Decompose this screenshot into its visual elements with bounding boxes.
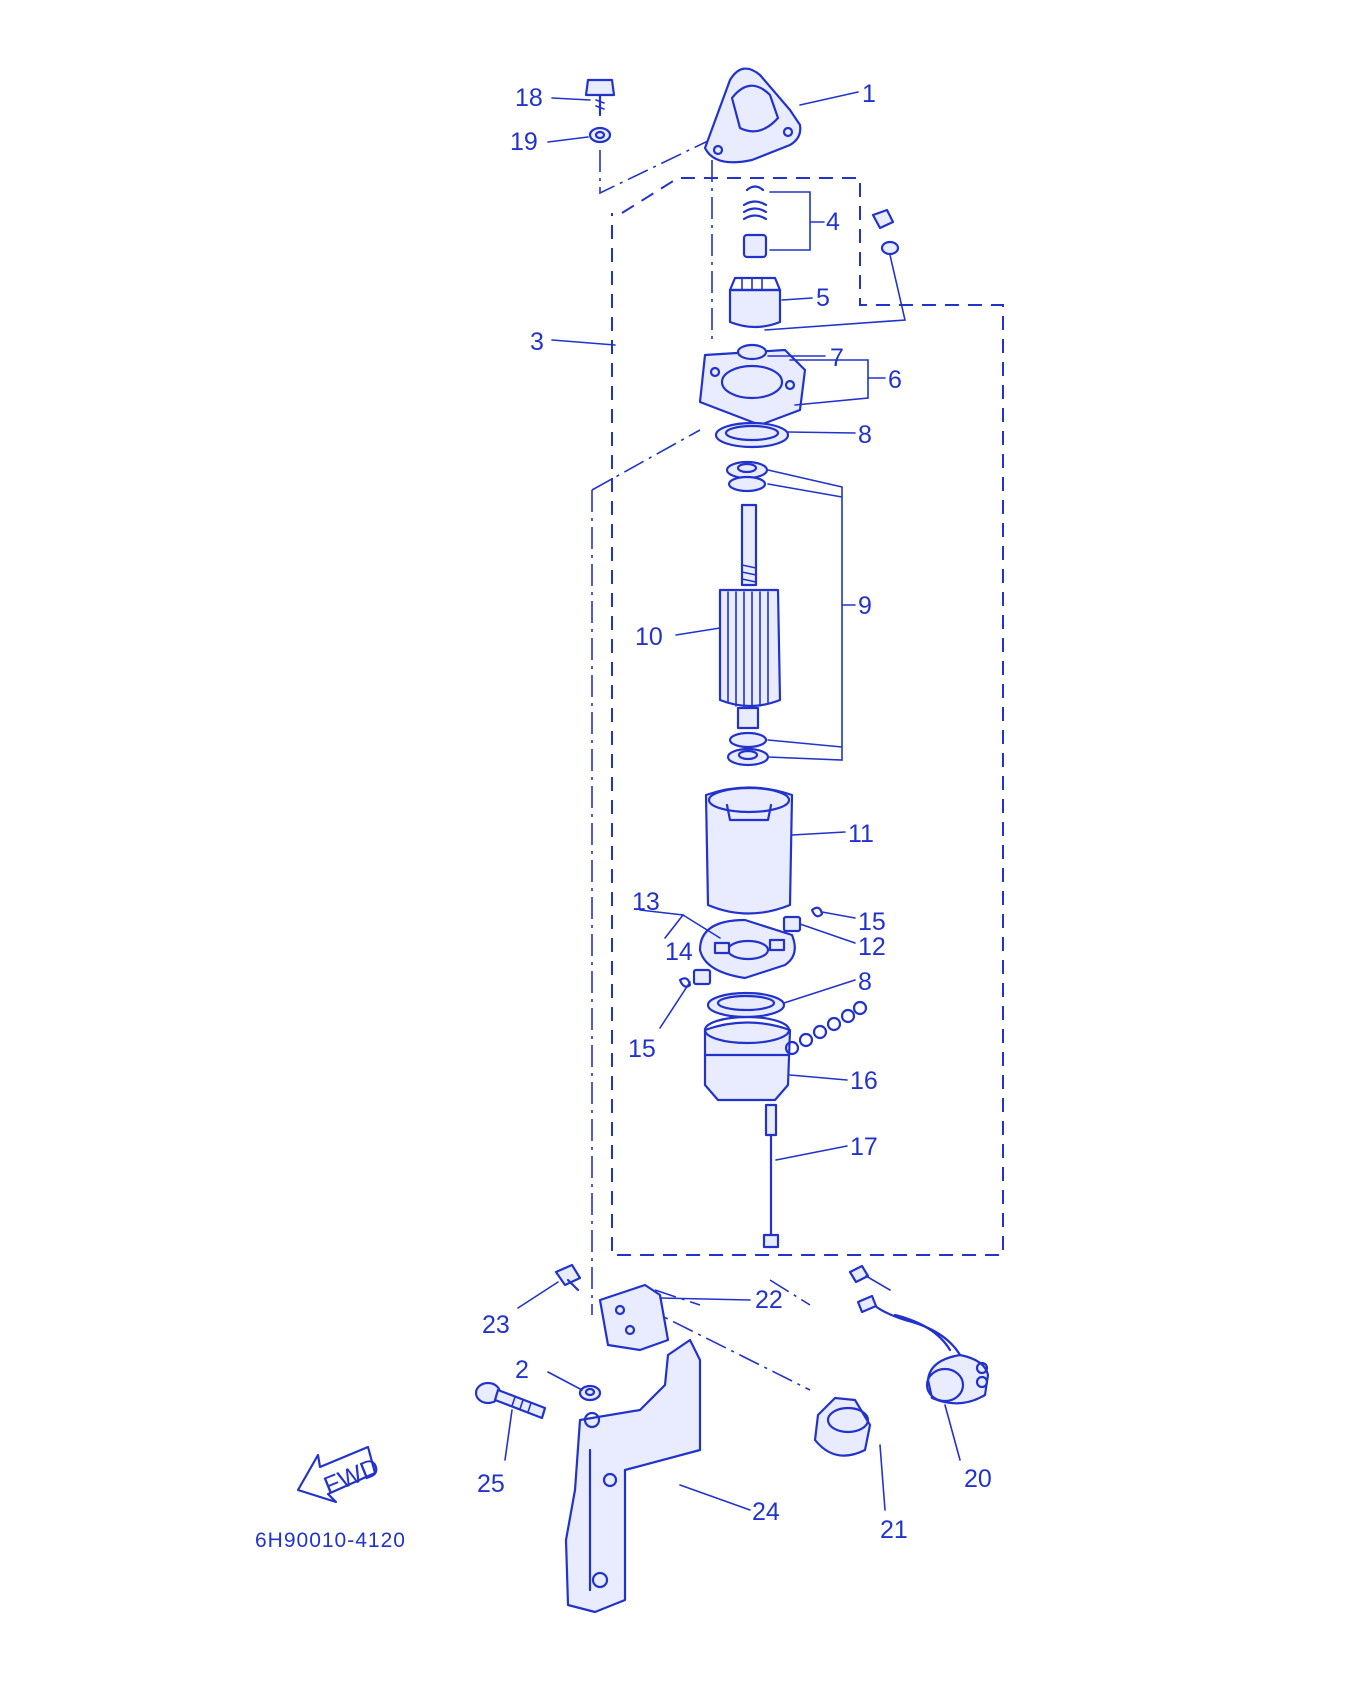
part-9-washer-lower (726, 731, 770, 767)
label-7: 7 (830, 344, 844, 372)
part-15-spring-left (678, 968, 712, 988)
nut-pair (764, 208, 906, 331)
assembly-boundary (611, 177, 1004, 1256)
part-24-mounting-bracket (564, 1338, 702, 1614)
label-21: 21 (880, 1516, 908, 1544)
label-19: 19 (510, 128, 538, 156)
part-21-holder (813, 1396, 872, 1457)
fwd-arrow: FWD (296, 1445, 383, 1504)
part-6-front-bracket (698, 348, 807, 427)
part-20-starter-relay (848, 1264, 990, 1405)
leader-lines (504, 91, 961, 1511)
label-15b: 15 (628, 1035, 656, 1063)
part-2-collar (578, 1384, 602, 1402)
part-16-rear-cover (703, 1000, 868, 1102)
label-14: 14 (665, 938, 693, 966)
label-25: 25 (477, 1470, 505, 1498)
part-7-bushing (736, 343, 768, 361)
part-1-end-cap (703, 67, 802, 164)
part-5-pinion-gear (728, 276, 782, 329)
label-9: 9 (858, 592, 872, 620)
label-23: 23 (482, 1311, 510, 1339)
drawing-code: 6H90010-4120 (255, 1529, 406, 1552)
part-18-bolt (584, 78, 616, 117)
fwd-label: FWD (320, 1453, 383, 1500)
terminal-nuts (784, 1000, 868, 1056)
label-6: 6 (888, 366, 902, 394)
part-15-spring-right (810, 906, 824, 918)
part-8-o-ring-lower (706, 991, 786, 1019)
label-8b: 8 (858, 968, 872, 996)
label-3: 3 (530, 328, 544, 356)
part-11-yoke (704, 786, 794, 915)
part-12-brush (782, 915, 802, 933)
label-17: 17 (850, 1133, 878, 1161)
part-10-armature (718, 503, 782, 730)
label-22: 22 (755, 1286, 783, 1314)
label-12: 12 (858, 933, 886, 961)
part-17-through-bolt (762, 1103, 780, 1249)
label-13: 13 (632, 888, 660, 916)
part-25-bolt (474, 1381, 547, 1420)
part-labels: 18 19 1 4 3 5 7 6 8 9 10 11 13 15 12 14 … (477, 80, 992, 1544)
alignment-lines (591, 139, 811, 1391)
label-8a: 8 (858, 421, 872, 449)
label-10: 10 (635, 623, 663, 651)
label-5: 5 (816, 284, 830, 312)
part-23-bolt (554, 1263, 582, 1292)
part-9-washer-upper (725, 460, 769, 493)
label-2: 2 (515, 1356, 529, 1384)
label-16: 16 (850, 1067, 878, 1095)
label-18: 18 (515, 84, 543, 112)
part-13-brush-holder (698, 918, 796, 980)
part-22-plate-bracket (598, 1283, 670, 1352)
label-15a: 15 (858, 908, 886, 936)
label-4: 4 (826, 208, 840, 236)
label-1: 1 (862, 80, 876, 108)
label-24: 24 (752, 1498, 780, 1526)
part-8-o-ring-upper (714, 421, 790, 449)
part-4-clip-set (742, 185, 768, 259)
label-11: 11 (848, 820, 874, 848)
part-19-washer (588, 126, 612, 144)
label-20: 20 (964, 1465, 992, 1493)
